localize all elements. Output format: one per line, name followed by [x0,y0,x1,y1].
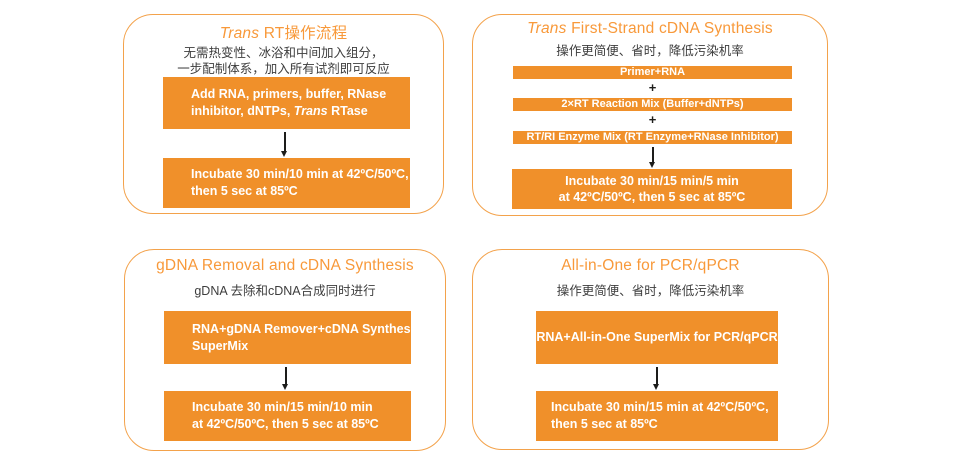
step-box-incubate: Incubate 30 min/15 min at 42ºC/50ºC, the… [536,391,778,441]
step-box-incubate: Incubate 30 min/10 min at 42ºC/50ºC, the… [163,158,410,208]
step-text-italic: Trans [293,104,328,118]
step-box-incubate: Incubate 30 min/15 min/10 min at 42ºC/50… [164,391,411,441]
panel-title-gdna-removal: gDNA Removal and cDNA Synthesis [156,257,414,274]
panel-title-trans-rt: Trans RT操作流程 [124,21,443,43]
component-bar-enzyme-mix: RT/RI Enzyme Mix (RT Enzyme+RNase Inhibi… [513,131,792,144]
step-text-line: then 5 sec at 85ºC [191,184,298,198]
subtitle-line: 无需热变性、冰浴和中间加入组分， [183,46,384,60]
step-box-add-reagents: Add RNA, primers, buffer, RNase inhibito… [163,77,410,129]
panel-all-in-one: All-in-One for PCR/qPCR 操作更简便、省时，降低污染机率 … [472,249,829,450]
step-box-mix: RNA+All-in-One SuperMix for PCR/qPCR [536,311,778,364]
step-text-line: RNA+gDNA Remover+cDNA Synthesis [192,321,421,336]
down-arrow [282,367,288,390]
panel-title-first-strand: Trans First-Strand cDNA Synthesis [473,20,827,38]
step-text-line: at 42ºC/50ºC, then 5 sec at 85ºC [192,417,379,431]
panel-subtitle: 无需热变性、冰浴和中间加入组分， 一步配制体系，加入所有试剂即可反应 [124,46,443,77]
title-text: RT操作流程 [259,25,348,42]
step-text-part: inhibitor, dNTPs, [191,104,294,118]
panel-title-all-in-one: All-in-One for PCR/qPCR [561,257,740,274]
step-box-mix: RNA+gDNA Remover+cDNA Synthesis SuperMix [164,311,421,364]
step-text-part: RTase [327,104,368,118]
title-italic-trans: Trans [527,20,567,37]
step-text-line: at 42ºC/50ºC, then 5 sec at 85ºC [558,190,746,204]
step-text-line: Incubate 30 min/15 min at 42ºC/50ºC, [551,400,769,414]
step-text-line: Incubate 30 min/15 min/10 min [192,400,373,414]
plus-sign: + [648,112,657,127]
plus-sign: + [648,80,657,95]
step-text-line: SuperMix [192,338,249,353]
step-text-line: inhibitor, dNTPs, Trans RTase [191,103,410,120]
panel-first-strand-synthesis: Trans First-Strand cDNA Synthesis 操作更简便、… [472,14,828,216]
down-arrow [653,367,659,390]
panel-subtitle: 操作更简便、省时，降低污染机率 [556,44,744,58]
step-text-line: RNA+All-in-One SuperMix for PCR/qPCR [536,330,778,344]
panel-subtitle: 操作更简便、省时，降低污染机率 [556,284,745,298]
title-italic-trans: Trans [219,25,260,42]
panel-trans-rt-workflow: Trans RT操作流程 无需热变性、冰浴和中间加入组分， 一步配制体系，加入所… [123,14,444,214]
down-arrow [649,147,655,168]
panel-subtitle: gDNA 去除和cDNA合成同时进行 [194,284,376,298]
step-text-line: Incubate 30 min/15 min/5 min [565,174,739,188]
step-text-line: Add RNA, primers, buffer, RNase [191,87,387,101]
down-arrow [281,132,287,157]
title-text: First-Strand cDNA Synthesis [566,20,773,37]
subtitle-line: 一步配制体系，加入所有试剂即可反应 [177,61,390,76]
panel-gdna-removal: gDNA Removal and cDNA Synthesis gDNA 去除和… [124,249,446,451]
component-bar-primer-rna: Primer+RNA [513,66,792,79]
step-text-line: then 5 sec at 85ºC [551,417,658,431]
step-box-incubate: Incubate 30 min/15 min/5 min at 42ºC/50º… [512,169,792,209]
step-text-line: Incubate 30 min/10 min at 42ºC/50ºC, [191,167,409,181]
component-bar-rt-reaction-mix: 2×RT Reaction Mix (Buffer+dNTPs) [513,98,792,111]
